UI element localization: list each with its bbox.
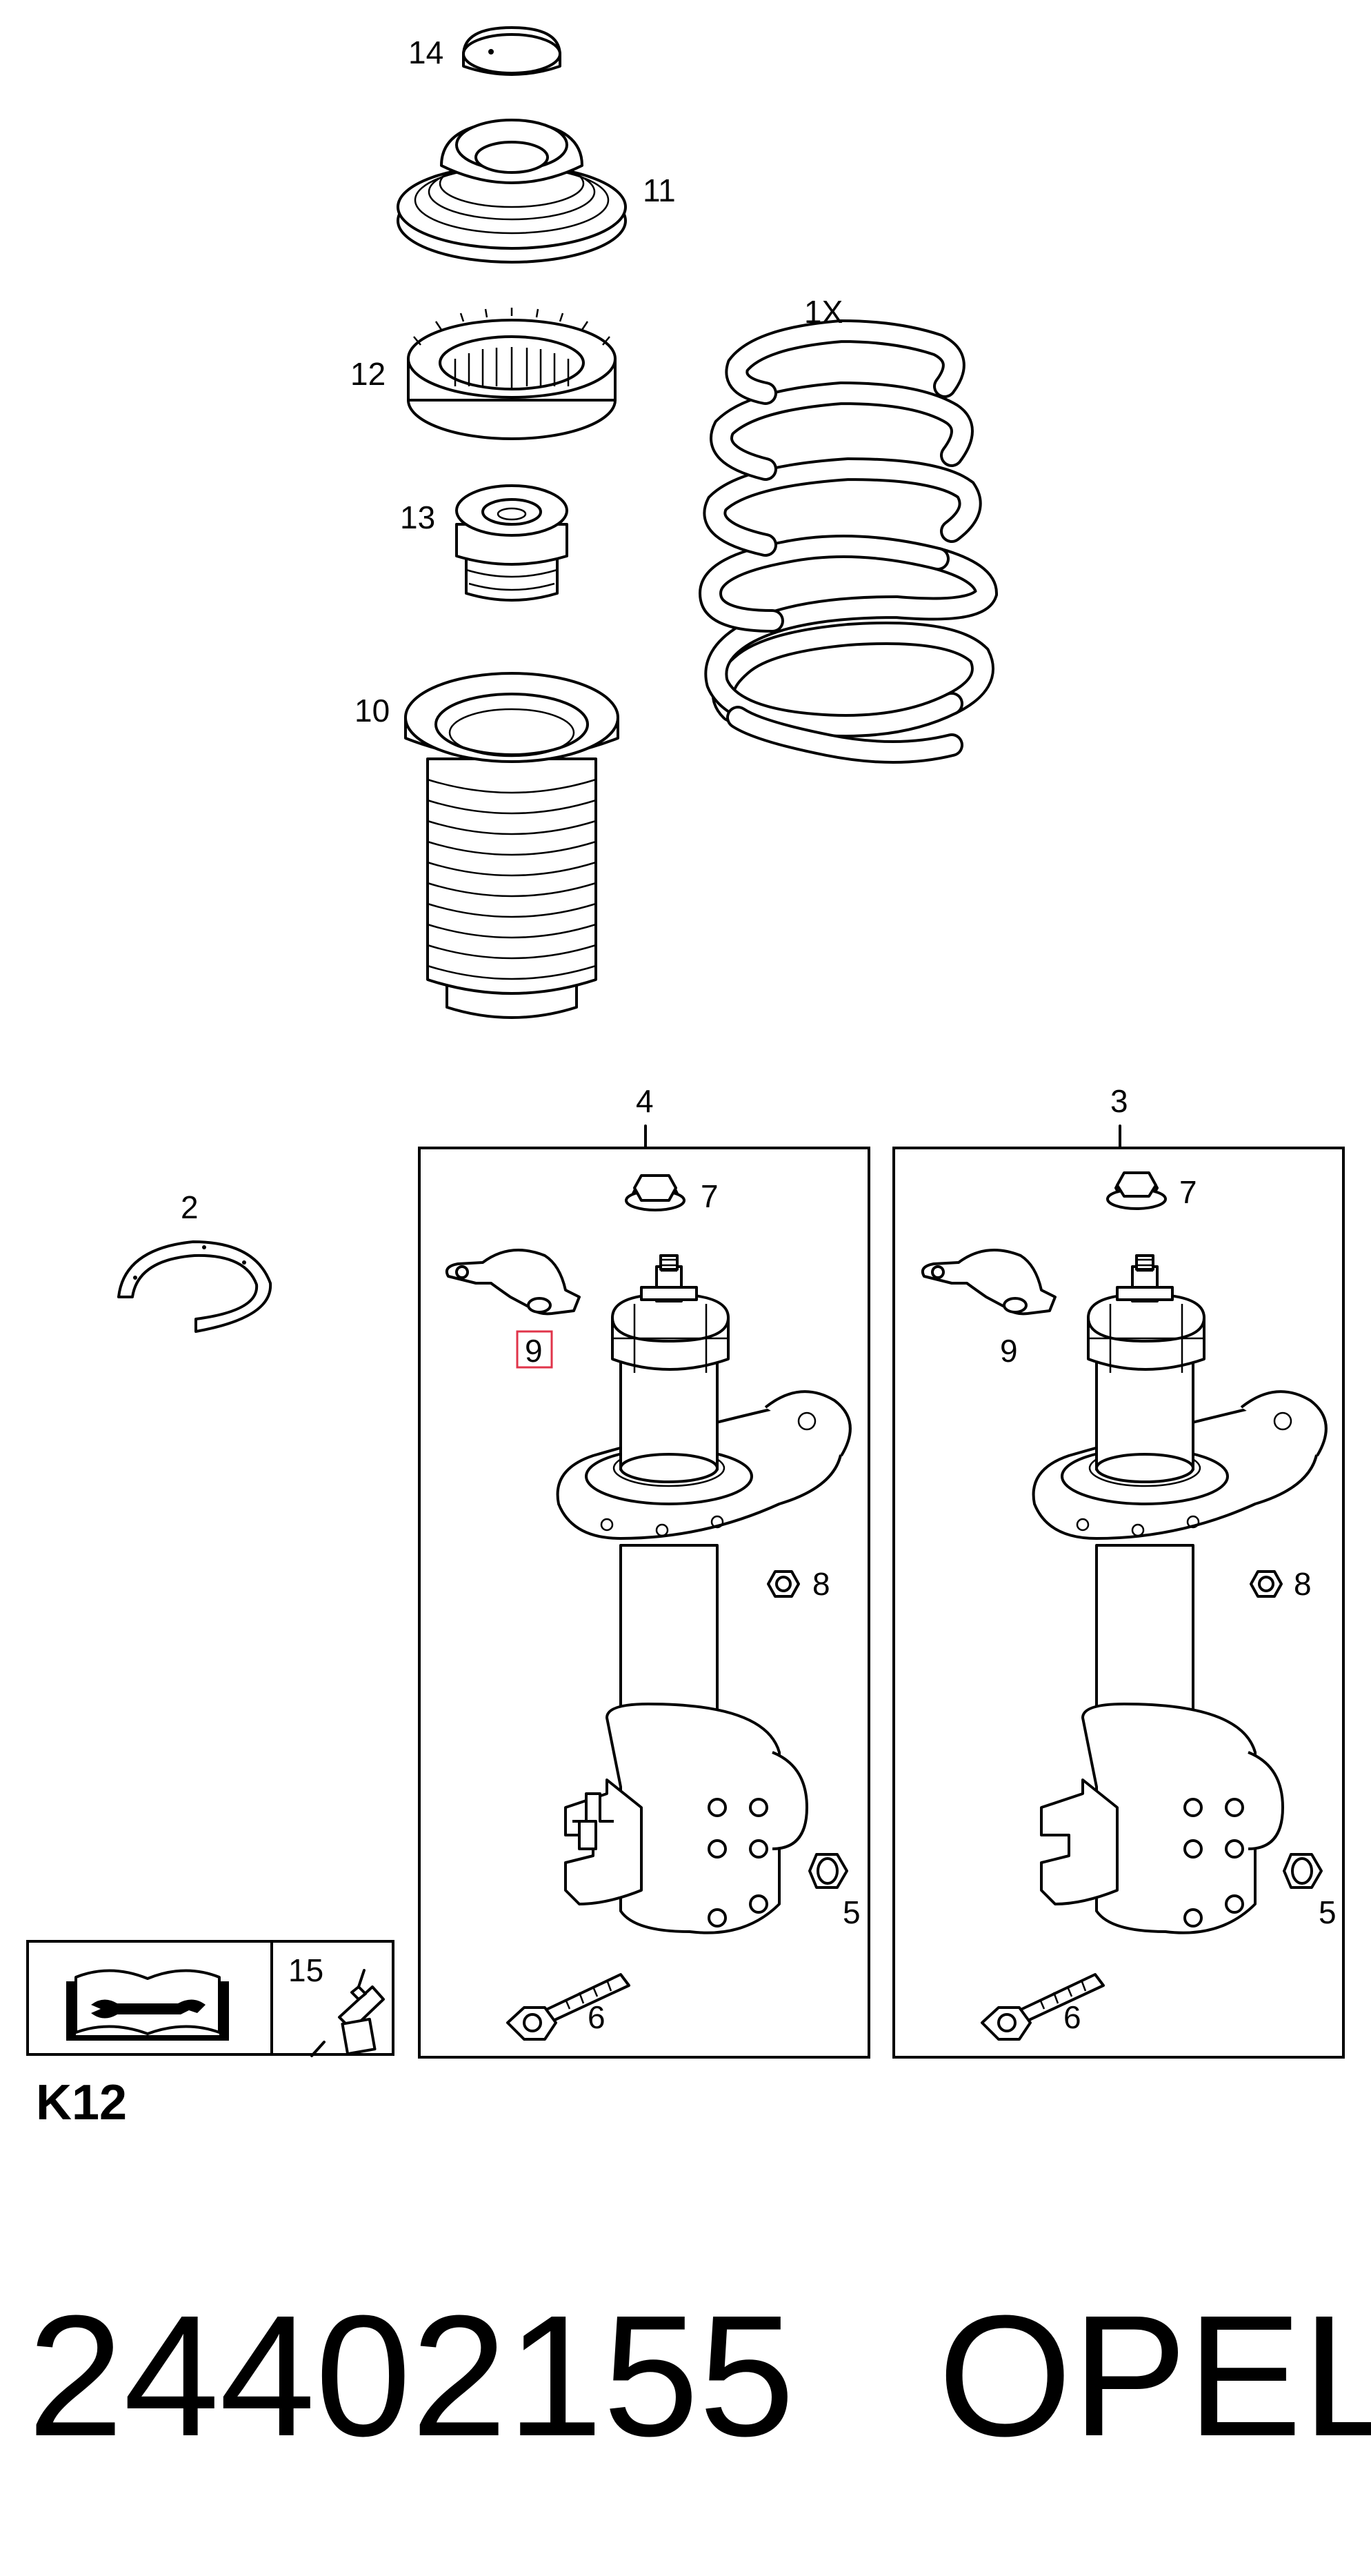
right-callout-9: 9 [1000, 1333, 1018, 1369]
part-10-dust-boot [404, 672, 619, 1019]
callout-box-3: 3 [1110, 1083, 1128, 1119]
right-callout-6: 6 [1063, 1999, 1081, 2035]
legend-callout-15: 15 [288, 1952, 323, 1988]
left-part-5-nut [808, 1853, 848, 1889]
callout-1x: 1X [804, 294, 843, 330]
part-11-top-mount [397, 119, 627, 264]
left-strut-assembly [556, 1254, 852, 1934]
left-highlight-box-9 [516, 1330, 553, 1369]
left-part-8-nut [767, 1570, 800, 1598]
right-part-8-nut [1250, 1570, 1283, 1598]
box-3 [892, 1124, 1345, 2059]
manual-wrench-icon [66, 1969, 229, 2041]
brand-name: OPEL [938, 2279, 1371, 2472]
left-part-6-bolt [506, 1973, 630, 2041]
part-2-spring-seat [117, 1240, 272, 1333]
part-12-bearing [407, 308, 617, 440]
right-callout-8: 8 [1294, 1566, 1312, 1602]
callout-13: 13 [400, 499, 435, 535]
part-14-cap [462, 26, 561, 76]
right-callout-7: 7 [1179, 1174, 1197, 1210]
right-part-7-nut [1106, 1171, 1167, 1210]
part-13-bump-stop [455, 484, 568, 602]
part-1x-coil-spring [698, 319, 999, 764]
right-strut-assembly [1032, 1254, 1328, 1934]
right-callout-5: 5 [1319, 1894, 1337, 1930]
left-callout-9: 9 [525, 1333, 543, 1369]
part-number: 24402155 [28, 2279, 794, 2472]
legend-box [26, 1940, 394, 2056]
callout-box-4: 4 [636, 1083, 654, 1119]
diagram-code: K12 [36, 2075, 127, 2130]
callout-10: 10 [354, 693, 390, 729]
callout-11: 11 [643, 172, 676, 208]
callout-2: 2 [181, 1189, 199, 1225]
right-part-5-nut [1283, 1853, 1323, 1889]
left-part-7-nut [625, 1174, 686, 1211]
box-4 [418, 1124, 870, 2059]
left-callout-8: 8 [812, 1566, 830, 1602]
left-callout-6: 6 [588, 1999, 606, 2035]
lubricant-tube-icon [310, 1969, 385, 2057]
right-part-6-bolt [981, 1973, 1105, 2041]
callout-12: 12 [350, 356, 386, 392]
callout-14: 14 [408, 34, 443, 70]
left-callout-7: 7 [701, 1178, 719, 1214]
left-callout-5: 5 [843, 1894, 861, 1930]
left-part-9-bracket [445, 1249, 581, 1316]
right-part-9-bracket [921, 1249, 1057, 1316]
